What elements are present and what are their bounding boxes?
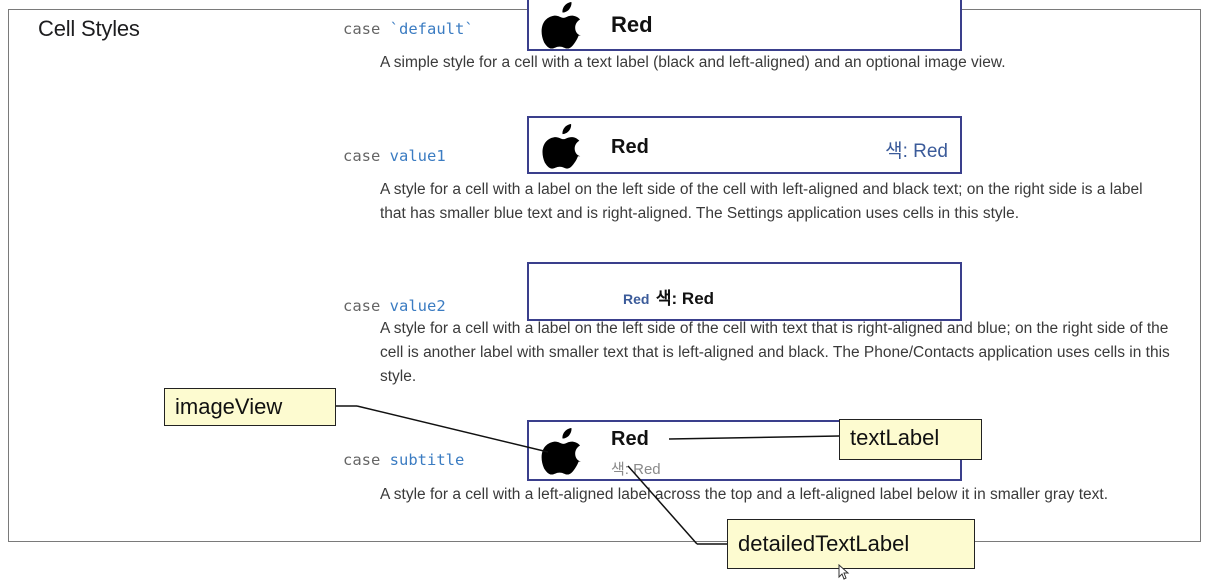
cell-preview-value1: Red 색: Red bbox=[527, 116, 962, 174]
apple-logo-icon bbox=[541, 428, 581, 475]
case-value1-description: A style for a cell with a label on the l… bbox=[380, 181, 1143, 222]
case-keyword: case bbox=[343, 297, 381, 315]
cell-text-label: Red bbox=[611, 428, 649, 450]
case-keyword: case bbox=[343, 451, 381, 469]
case-subtitle[interactable]: case subtitle bbox=[343, 451, 464, 469]
cell-text-label: Red bbox=[623, 291, 650, 307]
case-default[interactable]: case `default` bbox=[343, 20, 474, 38]
cell-preview-value2: Red 색: Red bbox=[527, 262, 962, 321]
case-keyword: case bbox=[343, 147, 381, 165]
case-default-description: A simple style for a cell with a text la… bbox=[380, 54, 1006, 71]
case-name[interactable]: subtitle bbox=[389, 451, 465, 469]
callout-detailedtextlabel: detailedTextLabel bbox=[727, 519, 975, 569]
cell-text-label: Red bbox=[611, 12, 653, 37]
case-name[interactable]: value1 bbox=[389, 147, 446, 165]
case-value2-description: A style for a cell with a label on the l… bbox=[380, 320, 1170, 385]
case-name[interactable]: value2 bbox=[389, 297, 446, 315]
section-title: Cell Styles bbox=[38, 16, 140, 41]
apple-logo-icon bbox=[542, 124, 581, 169]
callout-textlabel: textLabel bbox=[839, 419, 982, 460]
case-name[interactable]: `default` bbox=[389, 20, 474, 38]
cell-detail-label: 색: Red bbox=[655, 289, 715, 308]
case-value1[interactable]: case value1 bbox=[343, 147, 446, 165]
apple-logo-icon bbox=[541, 2, 581, 49]
cell-text-label: Red bbox=[611, 136, 649, 158]
callout-imageview: imageView bbox=[164, 388, 336, 426]
cell-detail-label: 색: Red bbox=[611, 461, 661, 478]
cell-detail-label: 색: Red bbox=[885, 141, 948, 162]
mouse-cursor-icon bbox=[838, 564, 850, 580]
case-subtitle-description: A style for a cell with a left-aligned l… bbox=[380, 486, 1109, 503]
cell-preview-default: Red bbox=[527, 0, 962, 51]
cell-value2-content: Red 색: Red bbox=[623, 284, 714, 309]
case-value2[interactable]: case value2 bbox=[343, 297, 446, 315]
case-keyword: case bbox=[343, 20, 381, 38]
